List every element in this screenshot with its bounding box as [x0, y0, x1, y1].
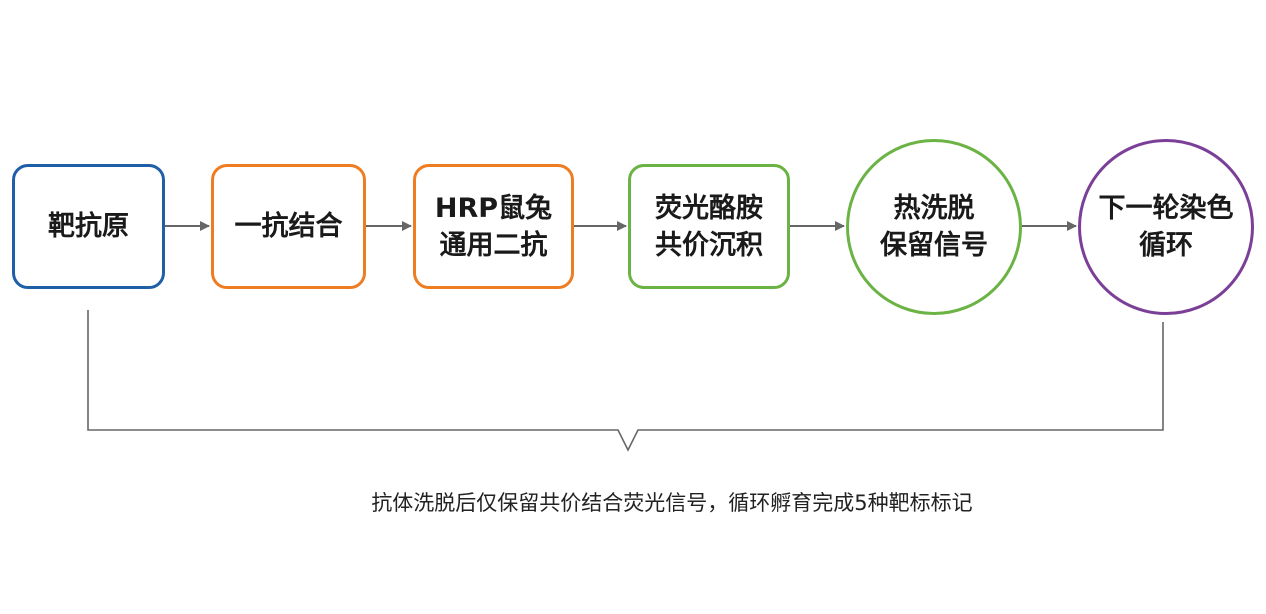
step-secondary-antibody: HRP鼠兔 通用二抗	[413, 164, 574, 289]
step-secondary-antibody-line-2: 通用二抗	[439, 229, 548, 261]
step-primary-antibody-label: 一抗结合	[234, 211, 343, 242]
step-heat-elution-line-2: 保留信号	[880, 230, 988, 261]
cycle-bracket	[87, 310, 1164, 452]
step-next-round: 下一轮染色 循环	[1078, 139, 1254, 315]
step-secondary-antibody-line-1: HRP鼠兔	[434, 192, 553, 224]
step-tyramide-deposition-line-1: 荧光酪胺	[655, 192, 763, 224]
cycle-caption: 抗体洗脱后仅保留共价结合荧光信号，循环孵育完成5种靶标标记	[371, 491, 973, 515]
step-next-round-line-1: 下一轮染色	[1098, 193, 1234, 224]
step-antigen: 靶抗原	[12, 164, 165, 289]
step-tyramide-deposition-line-2: 共价沉积	[655, 229, 763, 261]
step-heat-elution: 热洗脱 保留信号	[846, 139, 1022, 315]
step-primary-antibody: 一抗结合	[211, 164, 366, 289]
step-antigen-label: 靶抗原	[48, 211, 129, 242]
step-tyramide-deposition: 荧光酪胺 共价沉积	[628, 164, 790, 289]
step-heat-elution-line-1: 热洗脱	[893, 193, 975, 224]
step-next-round-line-2: 循环	[1139, 230, 1193, 261]
